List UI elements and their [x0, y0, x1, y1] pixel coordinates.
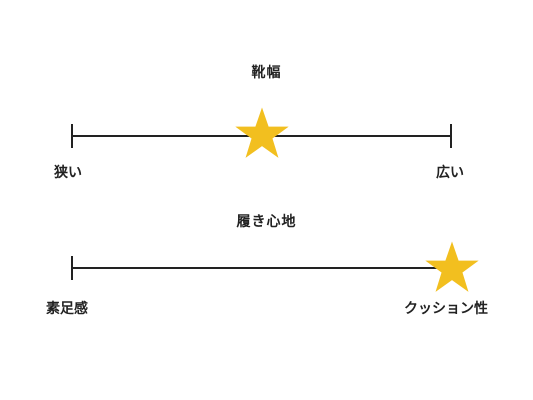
scale-left-label: 素足感	[46, 301, 88, 317]
scale-line	[72, 267, 452, 269]
scale-title: 靴幅	[251, 65, 282, 81]
star-icon	[235, 107, 289, 158]
scale-left-tick	[71, 256, 73, 280]
scale-shoe-width: 靴幅 狭い 広い	[54, 65, 464, 181]
scale-left-tick	[71, 124, 73, 148]
scale-right-tick	[450, 124, 452, 148]
scale-right-label: 広い	[436, 165, 464, 181]
scale-left-label: 狭い	[54, 165, 82, 181]
scale-right-label: クッション性	[404, 301, 488, 317]
scale-title: 履き心地	[236, 214, 297, 230]
scale-comfort: 履き心地 素足感 クッション性	[46, 214, 488, 317]
star-icon	[425, 241, 479, 292]
